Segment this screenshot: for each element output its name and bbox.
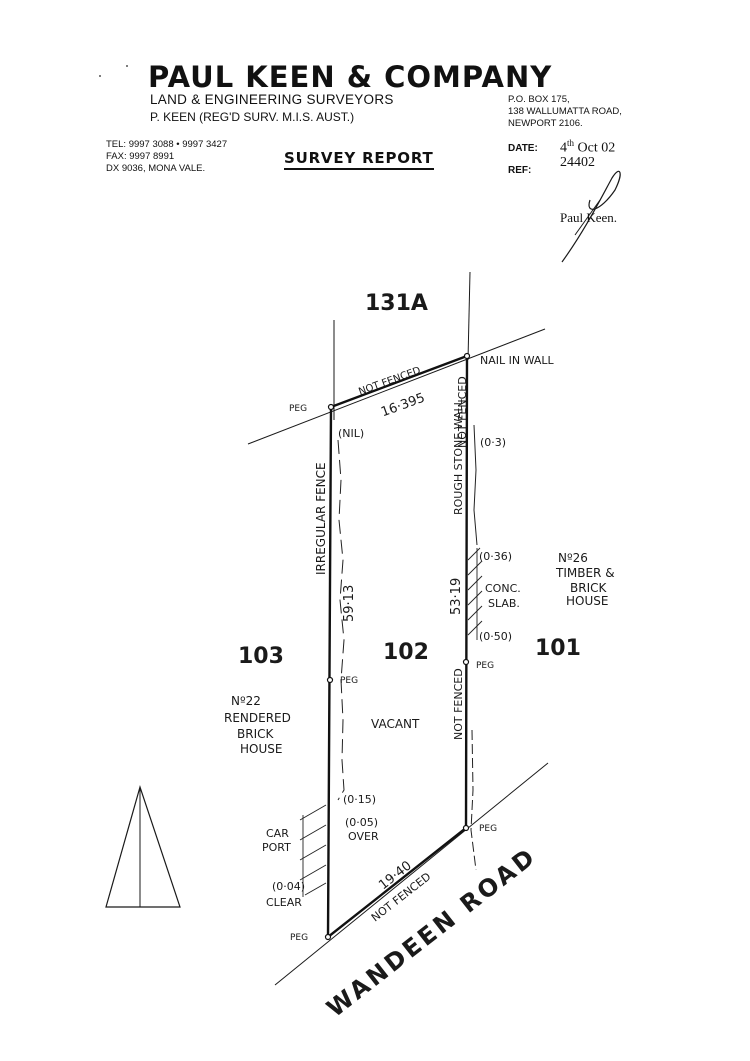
label-nail-in-wall: NAIL IN WALL: [480, 354, 555, 367]
peg-marker: [324, 933, 332, 941]
label-wandeen-road: WANDEEN ROAD: [321, 842, 542, 1023]
address-line-2: 138 WALLUMATTA ROAD,: [508, 106, 622, 117]
label-vacant: VACANT: [371, 717, 420, 731]
label-offset-0-05: (0·05): [345, 816, 378, 829]
peg-marker: [326, 676, 334, 684]
label-peg-east: PEG: [476, 661, 494, 671]
label-house-east-4: HOUSE: [566, 594, 608, 608]
stray-mark: [126, 65, 128, 67]
label-peg-se: PEG: [479, 824, 497, 834]
date-label: DATE:: [508, 143, 538, 154]
label-conc-slab-1: CONC.: [485, 582, 521, 595]
dx-number: DX 9036, MONA VALE.: [106, 163, 206, 174]
company-name: PAUL KEEN & COMPANY: [148, 60, 553, 94]
label-not-fenced-east-lower: NOT FENCED: [452, 668, 465, 740]
company-subtitle: LAND & ENGINEERING SURVEYORS: [150, 92, 394, 107]
signature-stroke: [574, 199, 601, 236]
dim-west: 59·13: [342, 585, 357, 622]
east-fence-line: [470, 729, 477, 871]
signature-mark: [561, 170, 621, 263]
label-peg-sw: PEG: [290, 933, 308, 943]
stray-mark: [99, 75, 101, 77]
label-not-fenced-north: NOT FENCED: [357, 365, 422, 398]
label-house-east-1: Nº26: [558, 551, 588, 565]
nail-marker: [463, 352, 471, 360]
dim-north: 16·395: [379, 391, 427, 421]
label-irregular-fence: IRREGULAR FENCE: [314, 462, 328, 575]
label-peg-nw: PEG: [289, 404, 307, 414]
principal-name: P. KEEN (REG'D SURV. M.I.S. AUST.): [150, 110, 355, 124]
irregular-fence-line: [337, 439, 345, 801]
peg-marker: [327, 403, 335, 411]
date-value: 4th Oct 02: [560, 138, 616, 156]
stone-wall-line: [473, 424, 478, 546]
label-offset-0-36: (0·36): [479, 550, 512, 563]
label-house-west-1: Nº22: [231, 694, 261, 708]
telephone: TEL: 9997 3088 • 9997 3427: [106, 139, 228, 150]
north-arrow-icon: [105, 784, 181, 908]
peg-marker: [462, 824, 470, 832]
label-offset-0-3: (0·3): [480, 436, 506, 449]
peg-marker: [462, 658, 470, 666]
car-port-hatching: [299, 804, 327, 897]
ref-value: 24402: [560, 155, 595, 170]
label-peg-west: PEG: [340, 676, 358, 686]
label-house-west-2: RENDERED: [224, 711, 291, 725]
label-offset-0-04: (0·04): [272, 880, 305, 893]
address-line-1: P.O. BOX 175,: [508, 94, 570, 105]
label-house-west-4: HOUSE: [240, 742, 282, 756]
east-boundary-extension: [467, 271, 471, 361]
label-car-port-2: PORT: [262, 841, 291, 854]
label-clear: CLEAR: [266, 896, 302, 909]
label-not-fenced-east-upper: NOT FENCED: [456, 376, 469, 448]
road-alignment-line: [274, 762, 549, 986]
label-over: OVER: [348, 830, 379, 843]
lot-102: 102: [383, 640, 429, 665]
label-house-west-3: BRICK: [237, 727, 274, 741]
label-conc-slab-2: SLAB.: [488, 597, 520, 610]
address-line-3: NEWPORT 2106.: [508, 118, 583, 129]
dim-east: 53·19: [449, 578, 464, 615]
concrete-slab-hatching: [467, 547, 483, 640]
lot-101: 101: [535, 636, 581, 661]
north-boundary-extension: [247, 328, 546, 445]
lot-103: 103: [238, 644, 284, 669]
label-rough-stone-wall: ROUGH STONE WALL: [452, 398, 465, 515]
lot-131a: 131A: [365, 291, 428, 316]
label-nil: (NIL): [338, 427, 364, 440]
label-car-port-1: CAR: [266, 827, 289, 840]
label-offset-0-15: (0·15): [343, 793, 376, 806]
label-offset-0-50: (0·50): [479, 630, 512, 643]
fax: FAX: 9997 8991: [106, 151, 175, 162]
report-title: SURVEY REPORT: [284, 149, 434, 170]
label-house-east-3: BRICK: [570, 581, 607, 595]
label-house-east-2: TIMBER &: [555, 566, 615, 580]
signature-name: Paul Keen.: [560, 210, 618, 225]
ref-label: REF:: [508, 165, 532, 176]
